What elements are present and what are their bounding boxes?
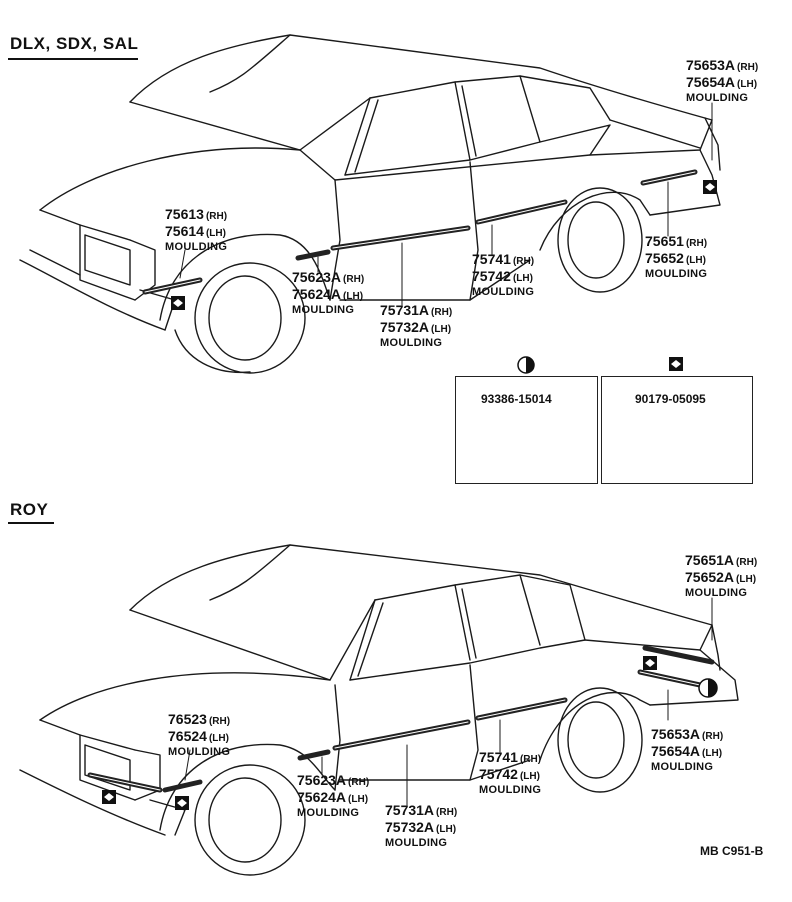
callout-rear-corner-moulding: 75651A(RH) 75652A(LH) MOULDING — [685, 552, 758, 600]
fastener-part-number: 93386-15014 — [481, 392, 552, 406]
section-title-roy: ROY — [10, 500, 49, 519]
callout-front-fender-moulding: 75613(RH) 75614(LH) MOULDING — [165, 206, 228, 254]
half-circle-symbol — [517, 356, 718, 698]
callout-front-door-lower-moulding: 75623A(RH) 75624A(LH) MOULDING — [297, 772, 370, 820]
callout-rear-corner-moulding: 75653A(RH) 75654A(LH) MOULDING — [686, 57, 759, 105]
section-underline — [8, 58, 138, 60]
car-illustration-top — [19, 34, 721, 374]
diamond-symbol — [102, 180, 717, 810]
car-illustration-bottom — [19, 544, 739, 876]
section-title-dlx-sdx-sal: DLX, SDX, SAL — [10, 34, 139, 53]
leader-lines-bottom — [184, 597, 713, 806]
fastener-box-clip — [601, 376, 753, 484]
fastener-part-number: 90179-05095 — [635, 392, 706, 406]
diagram-reference-code: MB C951-B — [700, 844, 764, 858]
callout-quarter-panel-moulding: 75653A(RH) 75654A(LH) MOULDING — [651, 726, 724, 774]
callout-front-door-moulding: 75731A(RH) 75732A(LH) MOULDING — [385, 802, 458, 850]
leader-lines-top — [179, 102, 713, 306]
callout-front-fender-moulding: 76523(RH) 76524(LH) MOULDING — [168, 711, 231, 759]
callout-front-door-lower-moulding: 75623A(RH) 75624A(LH) MOULDING — [292, 269, 365, 317]
fastener-box-bolt — [455, 376, 598, 484]
callout-rear-door-moulding: 75741(RH) 75742(LH) MOULDING — [479, 749, 542, 797]
callout-quarter-panel-moulding: 75651(RH) 75652(LH) MOULDING — [645, 233, 708, 281]
callout-rear-door-moulding: 75741(RH) 75742(LH) MOULDING — [472, 251, 535, 299]
callout-front-door-moulding: 75731A(RH) 75732A(LH) MOULDING — [380, 302, 453, 350]
section-underline — [8, 522, 54, 524]
